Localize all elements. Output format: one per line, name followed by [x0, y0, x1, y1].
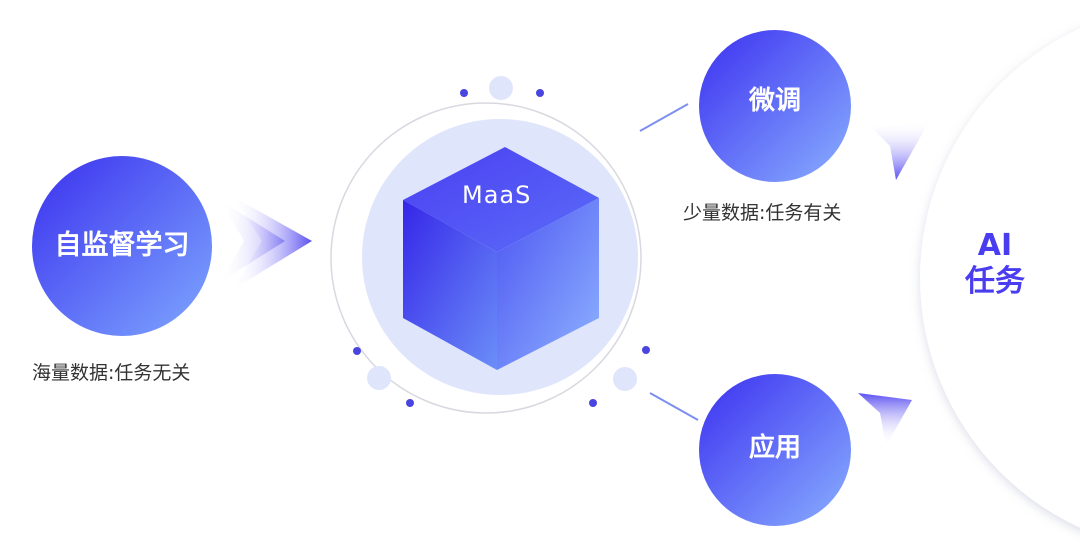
ai-task-line2: 任务 — [965, 264, 1025, 299]
ring-dot-large — [613, 367, 637, 391]
ai-task-line1: AI — [977, 228, 1013, 263]
cube-icon — [403, 147, 599, 370]
ring-dot — [460, 89, 468, 97]
maas-outer-ring — [330, 102, 642, 414]
self-supervised-node — [32, 156, 212, 336]
fine-tune-node — [699, 30, 851, 182]
self-supervised-caption: 海量数据:任务无关 — [32, 362, 191, 384]
ring-dot — [589, 399, 597, 407]
fine-tune-label: 微调 — [748, 86, 801, 116]
ring-dot — [353, 347, 361, 355]
chevron-down-icon — [872, 120, 930, 180]
ring-dot — [536, 89, 544, 97]
connector-line-application — [649, 392, 699, 421]
application-node — [699, 374, 851, 526]
application-label: 应用 — [748, 433, 801, 463]
ring-dot-large — [489, 76, 513, 100]
chevron-down-icon — [858, 393, 912, 446]
ring-dot-large — [367, 366, 391, 390]
connector-line-fine-tune — [639, 103, 689, 132]
ai-task-label: AI 任务 — [955, 228, 1035, 300]
ring-dot — [406, 399, 414, 407]
fine-tune-caption: 少量数据:任务有关 — [683, 202, 842, 224]
ai-task-circle — [920, 28, 1080, 528]
self-supervised-label: 自监督学习 — [54, 230, 190, 261]
ring-dot — [642, 346, 650, 354]
maas-label: MaaS — [462, 181, 532, 209]
chevron-right-icon — [220, 196, 312, 290]
